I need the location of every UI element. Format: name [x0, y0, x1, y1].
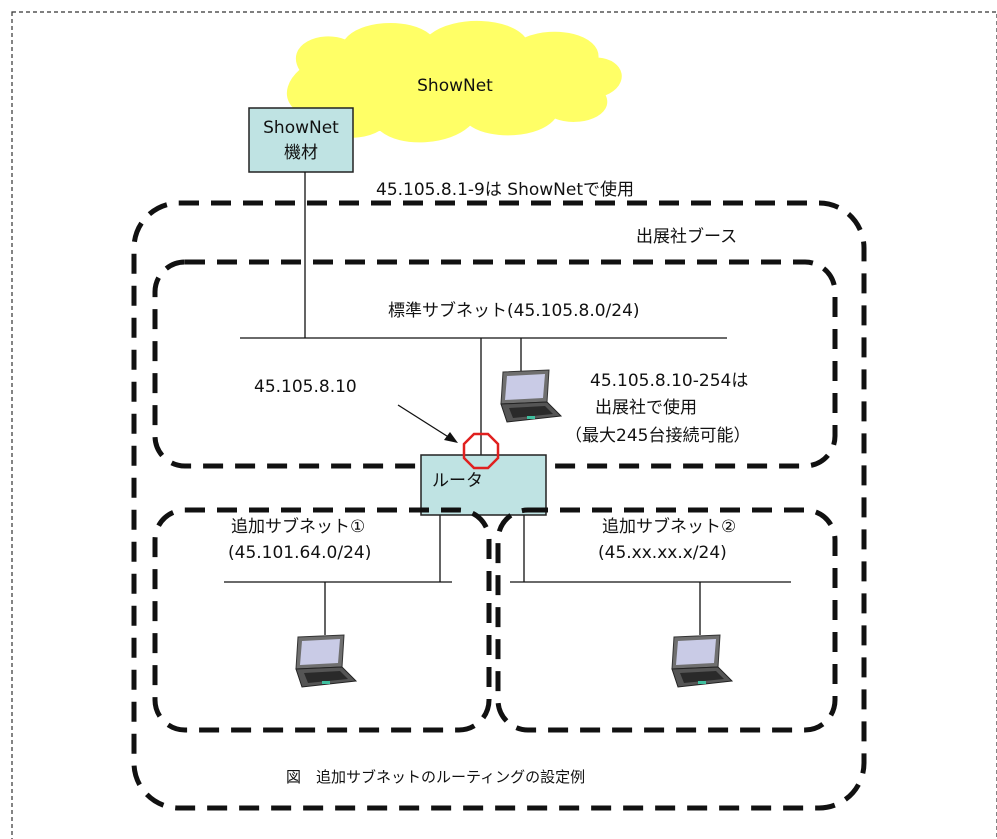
subnet2-label: 追加サブネット②	[602, 516, 736, 537]
subnet2-cidr: (45.xx.xx.x/24)	[598, 543, 727, 563]
subnet1-cidr: (45.101.64.0/24)	[228, 543, 371, 563]
laptop-icon	[671, 634, 733, 688]
outer-frame	[11, 11, 997, 839]
booth-boundary	[131, 200, 867, 811]
laptop-icon	[500, 369, 562, 423]
booth-label: 出展社ブース	[636, 226, 737, 247]
router-ip-label: 45.105.8.10	[254, 377, 357, 397]
standard-note-line3: （最大245台接続可能）	[565, 426, 750, 446]
standard-note-line1: 45.105.8.10-254は	[590, 371, 748, 391]
router-label: ルータ	[432, 471, 483, 491]
subnet2-boundary	[495, 507, 838, 733]
shownet-equipment-box: ShowNet 機材	[248, 107, 354, 173]
figure-caption: 図 追加サブネットのルーティングの設定例	[286, 768, 585, 786]
subnet1-boundary	[152, 507, 492, 733]
router-ip-arrow	[397, 404, 458, 443]
laptop-icon	[295, 634, 357, 688]
shownet-cloud: ShowNet	[287, 20, 622, 143]
standard-subnet-label: 標準サブネット(45.105.8.0/24)	[388, 300, 640, 321]
shownet-box-line1: ShowNet	[263, 118, 339, 138]
shownet-note: 45.105.8.1-9は ShowNetで使用	[376, 179, 634, 200]
subnet1-label: 追加サブネット①	[231, 516, 365, 537]
cloud-label: ShowNet	[417, 76, 493, 96]
network-lines	[224, 172, 791, 635]
standard-note-line2: 出展社で使用	[595, 397, 697, 418]
router-box: ルータ	[420, 454, 547, 516]
router-interface-marker	[462, 432, 500, 470]
shownet-box-line2: 機材	[284, 143, 318, 163]
